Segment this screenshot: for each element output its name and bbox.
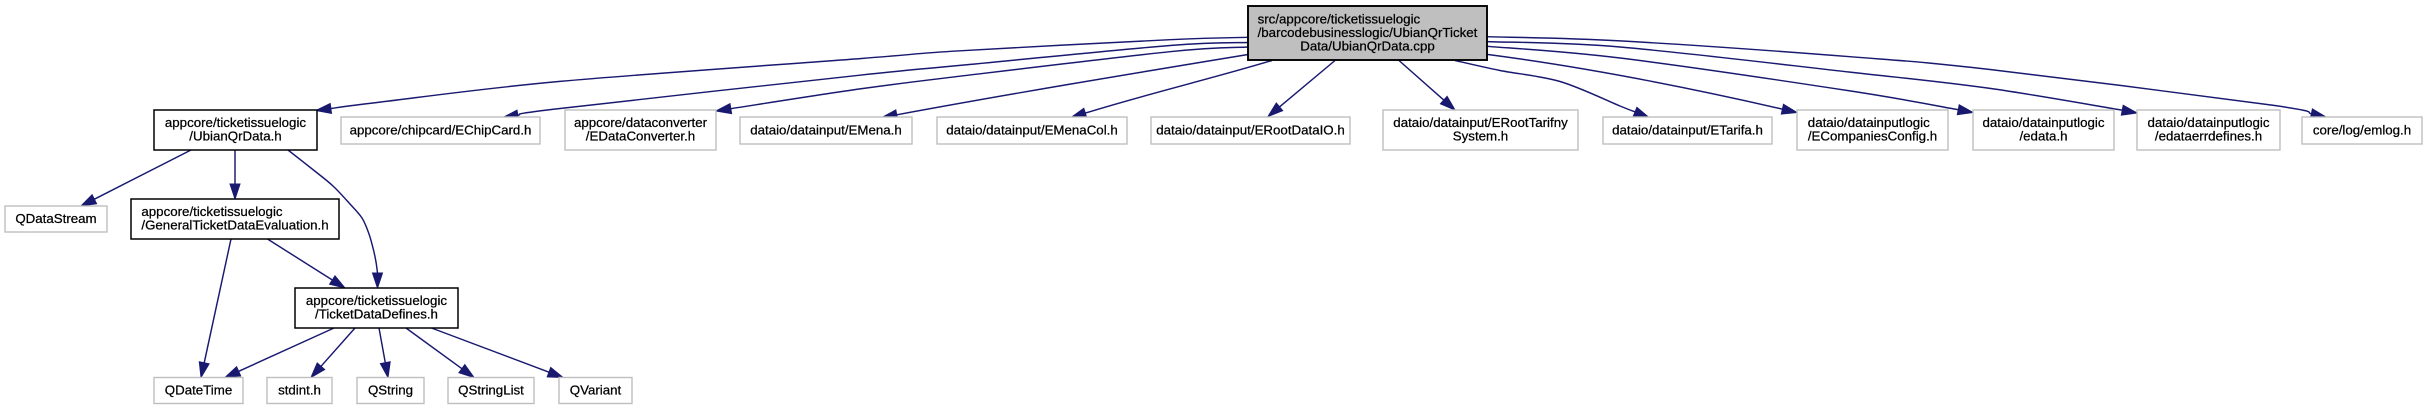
svg-text:dataio/datainput/EMenaCol.h: dataio/datainput/EMenaCol.h: [946, 122, 1118, 137]
svg-text:QVariant: QVariant: [570, 382, 622, 397]
svg-text:System.h: System.h: [1453, 129, 1508, 144]
svg-text:dataio/datainputlogic: dataio/datainputlogic: [1983, 115, 2105, 130]
svg-text:appcore/ticketissuelogic: appcore/ticketissuelogic: [141, 204, 283, 219]
svg-text:src/appcore/ticketissuelogic: src/appcore/ticketissuelogic: [1258, 11, 1421, 26]
svg-text:dataio/datainputlogic: dataio/datainputlogic: [2148, 115, 2270, 130]
svg-text:/edataerrdefines.h: /edataerrdefines.h: [2155, 129, 2262, 144]
svg-text:dataio/datainput/ETarifa.h: dataio/datainput/ETarifa.h: [1612, 122, 1763, 137]
svg-text:/GeneralTicketDataEvaluation.h: /GeneralTicketDataEvaluation.h: [141, 218, 328, 233]
svg-text:stdint.h: stdint.h: [278, 382, 321, 397]
svg-text:appcore/ticketissuelogic: appcore/ticketissuelogic: [165, 115, 307, 130]
svg-text:appcore/ticketissuelogic: appcore/ticketissuelogic: [306, 293, 448, 308]
svg-text:dataio/datainput/ERootTarifny: dataio/datainput/ERootTarifny: [1393, 115, 1568, 130]
svg-text:dataio/datainput/EMena.h: dataio/datainput/EMena.h: [750, 122, 902, 137]
svg-text:dataio/datainput/ERootDataIO.h: dataio/datainput/ERootDataIO.h: [1156, 122, 1345, 137]
svg-text:dataio/datainputlogic: dataio/datainputlogic: [1808, 115, 1930, 130]
svg-text:/barcodebusinesslogic/UbianQrT: /barcodebusinesslogic/UbianQrTicket: [1258, 25, 1478, 40]
svg-text:Data/UbianQrData.cpp: Data/UbianQrData.cpp: [1300, 38, 1435, 53]
svg-text:core/log/emlog.h: core/log/emlog.h: [2313, 122, 2411, 137]
svg-text:/edata.h: /edata.h: [2019, 129, 2067, 144]
svg-text:QStringList: QStringList: [458, 382, 524, 397]
svg-text:/ECompaniesConfig.h: /ECompaniesConfig.h: [1808, 129, 1937, 144]
svg-text:appcore/dataconverter: appcore/dataconverter: [574, 115, 708, 130]
svg-text:QString: QString: [368, 382, 413, 397]
svg-text:QDateTime: QDateTime: [165, 382, 232, 397]
svg-text:/UbianQrData.h: /UbianQrData.h: [189, 129, 281, 144]
svg-text:/EDataConverter.h: /EDataConverter.h: [586, 129, 695, 144]
svg-text:/TicketDataDefines.h: /TicketDataDefines.h: [315, 307, 438, 322]
svg-text:appcore/chipcard/EChipCard.h: appcore/chipcard/EChipCard.h: [350, 122, 532, 137]
svg-text:QDataStream: QDataStream: [15, 211, 96, 226]
